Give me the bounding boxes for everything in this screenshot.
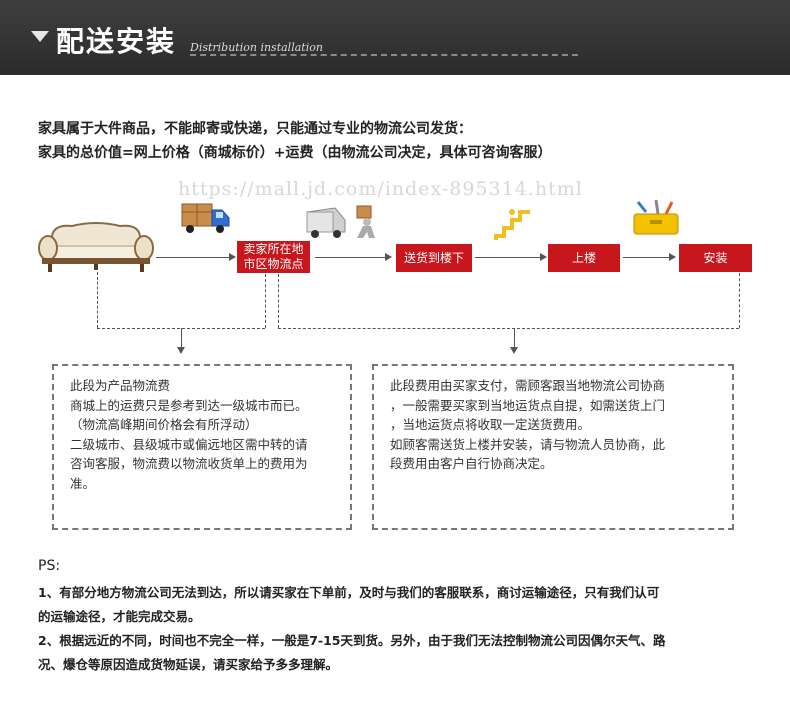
watermark-url: https://mall.jd.com/index-895314.html [178, 178, 583, 200]
porter-loading-icon [306, 205, 375, 238]
ps-line: 的运输途径，才能完成交易。 [38, 609, 201, 624]
section-header: 配送安装 Distribution installation [0, 0, 790, 75]
ps-line: 1、有部分地方物流公司无法到达，所以请买家在下单前，及时与我们的客服联系，商讨运… [38, 585, 660, 600]
intro-line-2: 家具的总价值=网上价格（商城标价）+运费（由物流公司决定，具体可咨询客服） [38, 145, 552, 161]
step-label: 安装 [703, 250, 728, 265]
note-line: 段费用由客户自行协商决定。 [390, 456, 553, 471]
note-line: 二级城市、县级城市或偏远地区需中转的请 [70, 436, 308, 452]
note-line: 准。 [70, 475, 96, 491]
bracket-line [265, 274, 266, 328]
bracket-line [278, 328, 739, 329]
bracket-line [514, 328, 515, 348]
note-line: 商城上的运费只是参考到达一级城市而已。 [70, 397, 308, 413]
toolbox-icon [633, 199, 679, 235]
bracket-line [97, 272, 98, 328]
note-box-product-shipping: 此段为产品物流费 商城上的运费只是参考到达一级城市而已。 （物流高峰期间价格会有… [52, 364, 352, 530]
step-label: 上楼 [571, 250, 596, 265]
note-line: 此段费用由买家支付，需顾客跟当地物流公司协商 [390, 378, 666, 393]
arrow-right-icon [669, 253, 676, 261]
triangle-down-icon [31, 31, 49, 42]
arrow-right-icon [385, 253, 392, 261]
arrow-down-icon [177, 347, 185, 354]
arrow-down-icon [510, 347, 518, 354]
step-label: 卖家所在地 [243, 242, 304, 256]
flow-connector [475, 257, 541, 258]
bracket-line [739, 273, 740, 328]
note-line: 咨询客服，物流费以物流收货单上的费用为 [70, 456, 308, 471]
note-line: 如顾客需送货上楼并安装，请与物流人员协商，此 [390, 436, 666, 452]
note-line: 此段为产品物流费 [70, 378, 171, 393]
step-local-depot: 卖家所在地市区物流点 [237, 241, 310, 273]
bracket-line [181, 328, 182, 348]
ps-heading: PS: [38, 558, 61, 574]
flow-connector [623, 257, 670, 258]
section-title: 配送安装 [56, 25, 177, 58]
ps-line: 2、根据远近的不同，时间也不完全一样，一般是7-15天到货。另外，由于我们无法控… [38, 633, 666, 648]
header-divider [190, 54, 578, 56]
stairs-icon [494, 209, 530, 240]
flow-connector [156, 257, 230, 258]
step-deliver-downstairs: 送货到楼下 [396, 244, 472, 272]
step-label: 市区物流点 [243, 257, 304, 271]
bracket-line [278, 274, 279, 328]
sofa-icon [38, 222, 154, 272]
step-upstairs: 上楼 [548, 244, 620, 272]
step-label: 送货到楼下 [403, 250, 464, 265]
arrow-right-icon [229, 253, 236, 261]
flow-connector [315, 257, 386, 258]
section-subtitle: Distribution installation [190, 41, 323, 54]
note-line: ，当地运货点将收取一定送货费用。 [390, 417, 591, 432]
delivery-truck-icon [181, 203, 230, 233]
intro-line-1: 家具属于大件商品，不能邮寄或快递，只能通过专业的物流公司发货： [38, 121, 472, 137]
note-line: （物流高峰期间价格会有所浮动） [70, 417, 258, 432]
note-box-buyer-fees: 此段费用由买家支付，需顾客跟当地物流公司协商 ，一般需要买家到当地运货点自提，如… [372, 364, 734, 530]
step-install: 安装 [679, 244, 752, 272]
ps-line: 况、爆仓等原因造成货物延误，请买家给予多多理解。 [38, 657, 339, 672]
note-line: ，一般需要买家到当地运货点自提，如需送货上门 [390, 397, 666, 413]
arrow-right-icon [540, 253, 547, 261]
